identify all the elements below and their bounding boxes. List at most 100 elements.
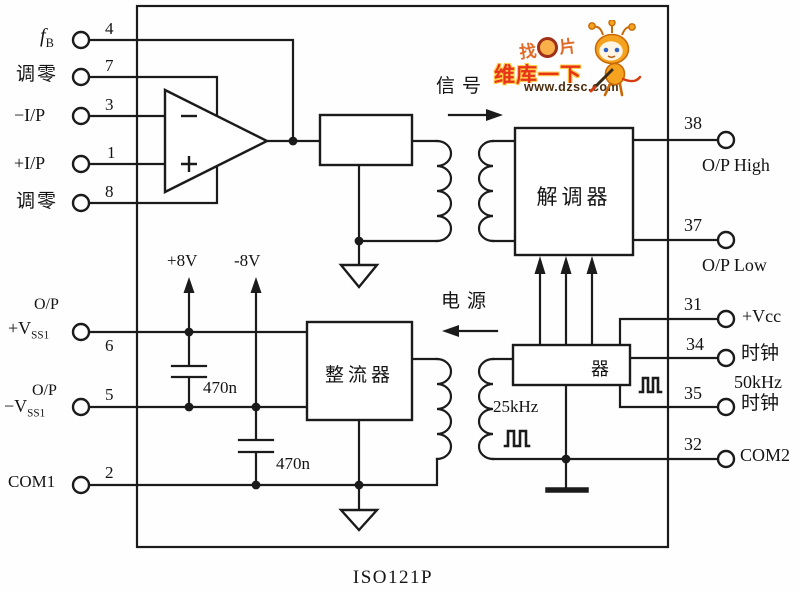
pin-number-5: 5 [105,385,114,404]
arrowheads-and-nodes [183,109,598,490]
node-dot [354,480,364,490]
carrier-frequency-label: 25kHz [493,397,539,416]
supply-pos-label: +8V [167,251,198,270]
pin-number-31: 31 [684,294,702,314]
pin-clock35-label: 时钟 [741,392,780,414]
pin-com1-label: COM1 [8,472,56,491]
wires [87,4,720,549]
wire-offset-null-top [87,75,219,120]
oscillator-to-demodulator-lines [538,271,594,347]
pin-inverting-label: −I/P [14,105,46,125]
pin-number-8: 8 [105,182,114,201]
oscillator-label: 器 [591,359,609,380]
oscillator-block [511,343,632,387]
pin-number-7: 7 [105,56,114,75]
capacitor-2 [237,289,275,487]
pin-vss-neg-label: −VSS1 [4,396,46,420]
pin-number-34: 34 [686,334,704,354]
wire-vcc [618,317,720,347]
chip-boundary [135,4,670,549]
demodulator-block [513,126,635,257]
power-annotation: 电源 [441,290,494,312]
terminal-pin-1 [71,154,91,174]
pin-terminals [71,30,736,495]
node-dot [251,480,261,490]
part-number-title: ISO121P [352,567,434,588]
demod-arrowhead-2 [560,256,572,274]
demod-arrowhead-1 [534,256,546,274]
pin-number-32: 32 [684,434,702,454]
node-dot [184,327,194,337]
terminal-pin-32 [716,449,736,469]
modulator-block [318,113,414,167]
capacitor1-value: 470n [203,378,237,397]
supply-neg-label: -8V [234,251,261,270]
wire-fb [87,38,295,143]
terminal-pin-4 [71,30,91,50]
supply-pos-arrowhead [183,277,195,293]
wire-modulator-ground [357,163,439,243]
ground2-triangle [338,508,380,532]
pin-number-2: 2 [105,463,114,482]
pin-number-6: 6 [105,336,114,355]
terminal-pin-8 [71,193,91,213]
signal-arrowhead [486,109,503,121]
node-dot [251,402,261,412]
watermark-url: www.dzsc.com [524,80,620,94]
pin-number-4: 4 [105,19,114,38]
opamp-signs [181,114,197,172]
pin-null-bottom-label: 调零 [16,190,59,212]
rectifier-block [305,320,414,422]
demod-arrowhead-3 [586,256,598,274]
wire-clock-35 [618,383,720,409]
watermark-slogan-suffix: 片 [558,36,578,58]
squarewave-50khz-icon [638,376,663,394]
terminal-pin-31 [716,309,736,329]
pin-oplow-label: O/P Low [702,255,767,275]
terminal-pin-38 [716,130,736,150]
squarewave-25khz-icon [503,429,531,448]
t1-primary-coil [435,139,453,243]
supply-neg-arrowhead [250,277,262,293]
pin-vss-pos-label-line1: O/P [34,296,59,313]
pin-vss-neg-label-line1: O/P [32,382,57,399]
wire-offset-null-bottom [87,163,219,205]
watermark: 找片 维库一下 www.dzsc.com [493,18,668,102]
terminal-pin-35 [716,397,736,417]
pin-number-38: 38 [684,113,702,133]
terminal-pin-2 [71,475,91,495]
clock-frequency-label: 50kHz [734,372,782,392]
watermark-brand: 维库一下 [494,63,582,87]
terminal-pin-37 [716,230,736,250]
rectifier-label: 整流器 [324,364,394,386]
pin-vss-pos-label: +VSS1 [8,318,50,342]
signal-annotation: 信号 [436,75,489,97]
pin-com2-label: COM2 [740,445,791,465]
pin-null-top-label: 调零 [16,63,59,85]
node-dot [354,236,364,246]
power-arrowhead [442,325,459,337]
terminal-pin-34 [716,348,736,368]
wire-com1 [87,457,439,487]
node-dot [184,402,194,412]
pin-noninverting-label: +I/P [14,153,46,173]
terminal-pin-7 [71,67,91,87]
capacitor-1 [170,290,208,409]
pin-vcc-label: +Vcc [742,306,782,326]
magnifier-icon [535,35,560,60]
pin-number-37: 37 [684,215,702,235]
pin-clock34-label: 时钟 [741,342,780,364]
pin-fb-label: fB [40,25,54,50]
pin-number-1: 1 [107,143,116,162]
demodulator-label: 解调器 [536,185,612,209]
symbols [163,88,635,532]
terminal-pin-5 [71,397,91,417]
t1-secondary-coil [477,139,495,243]
pin-ophigh-label: O/P High [702,155,770,175]
opamp-plus-sign [181,156,197,172]
capacitor2-value: 470n [276,454,310,473]
terminal-pin-6 [71,322,91,342]
t2-primary-coil [435,357,453,461]
node-dot [561,454,571,464]
